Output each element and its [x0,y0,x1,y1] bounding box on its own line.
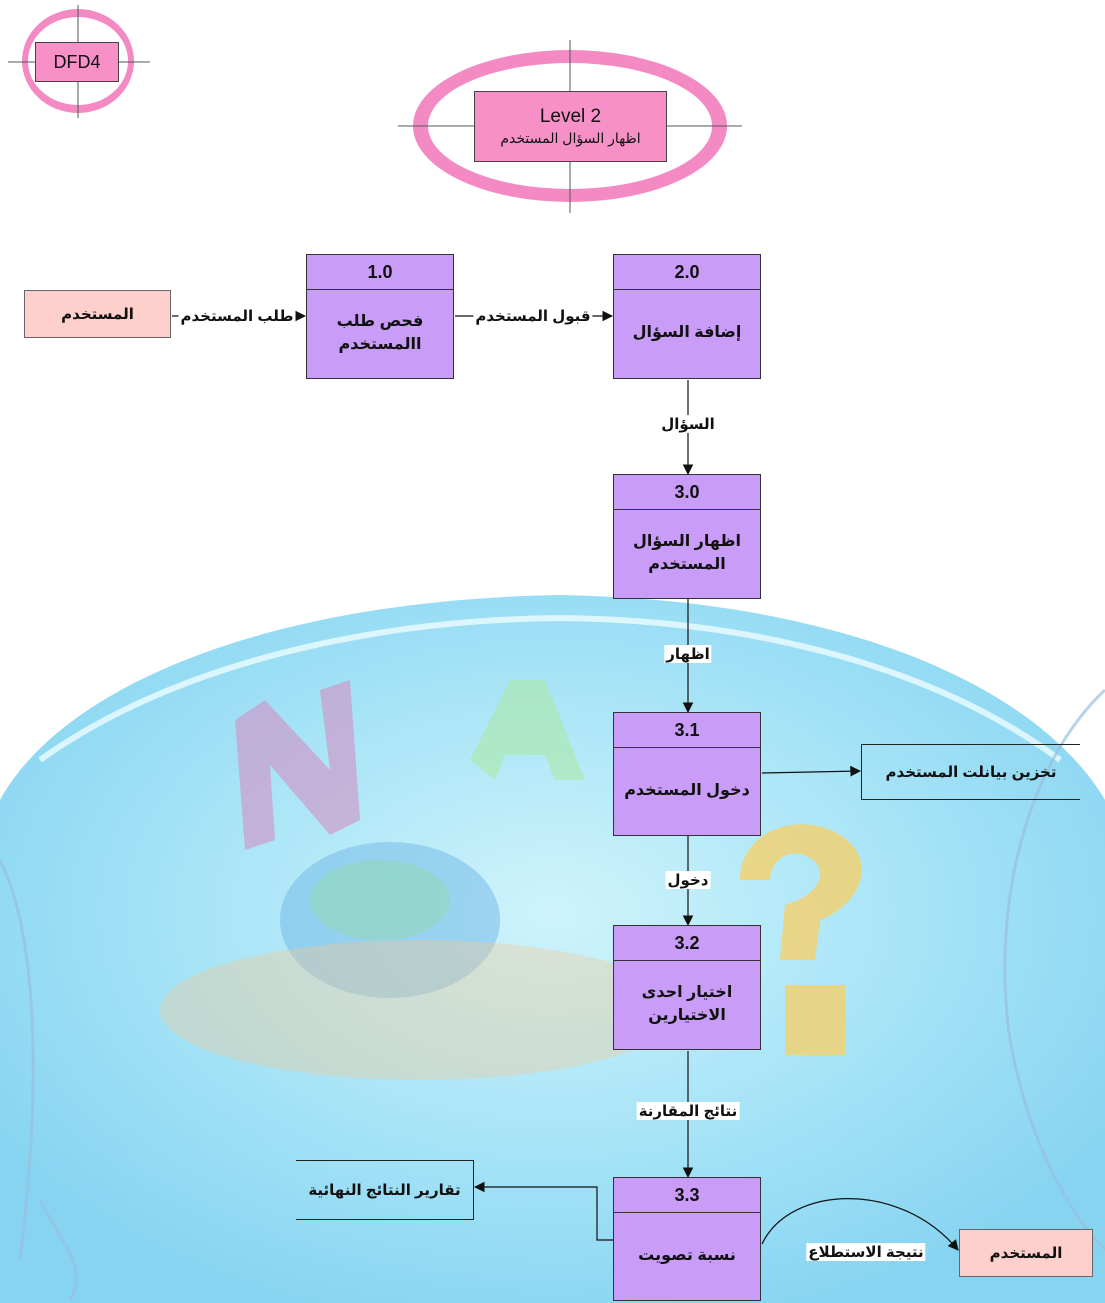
datastore-label: تقارير النتائج النهائية [308,1182,461,1199]
flow-label-question: السؤال [659,415,717,433]
flow-line-final-reports [473,1181,613,1241]
level-subtitle: اظهار السؤال المستخدم [500,130,641,146]
process-name: فحص طلب االمستخدم [336,313,424,353]
flow-label-user-request: طلب المستخدم [178,307,296,325]
level-title: Level 2 [539,106,602,127]
process-number: 3.1 [614,713,760,748]
entity-user-source[interactable]: المستخدم [24,290,171,338]
datastore-label: تخزين بيانلت المستخدم [885,764,1057,781]
background-watermark [0,595,1105,1303]
process-name: اظهار السؤال المستخدم [633,533,741,573]
question-mark-shape [740,824,862,960]
process-number: 3.3 [614,1178,760,1213]
flow-line-poll-result [761,1198,959,1251]
decor-swirl-right [1003,688,1105,1252]
process-name: إضافة السؤال [632,324,742,342]
diagram-id-label: DFD4 [53,51,101,72]
datastore-user-data[interactable]: تخزين بيانلت المستخدم [861,744,1080,800]
flow-label-show: اظهار [664,645,712,663]
process-name: نسبة تصويت [638,1246,736,1264]
title-box: Level 2 اظهار السؤال المستخدم [474,91,667,162]
process-name: دخول المستخدم [624,781,750,799]
entity-label: المستخدم [989,1245,1063,1262]
flow-label-user-accept: قبول المستخدم [473,307,593,325]
diagram-id-badge: DFD4 [35,42,119,82]
process-3-1[interactable]: 3.1 دخول المستخدم [613,712,761,836]
globe-shape [280,842,500,998]
process-3-0[interactable]: 3.0 اظهار السؤال المستخدم [613,474,761,599]
process-3-2[interactable]: 3.2 اختيار احدى الاختيارين [613,925,761,1050]
flow-line-store-user-data [761,765,862,777]
decor-swirl-left [0,859,35,1261]
process-3-3[interactable]: 3.3 نسبة تصويت [613,1177,761,1301]
entity-user-sink[interactable]: المستخدم [959,1229,1093,1277]
flow-label-poll-result: نتيجة الاستطلاع [806,1243,926,1261]
flow-label-enter: دخول [665,871,711,889]
datastore-final-reports[interactable]: تقارير النتائج النهائية [296,1160,474,1220]
process-2-0[interactable]: 2.0 إضافة السؤال [613,254,761,379]
process-number: 3.2 [614,926,760,961]
process-number: 3.0 [614,475,760,510]
entity-label: المستخدم [61,306,134,323]
process-name: اختيار احدى الاختيارين [641,984,733,1024]
watermark-letter-a [470,680,585,780]
process-number: 2.0 [614,255,760,290]
watermark-letter-n [235,680,360,850]
process-1-0[interactable]: 1.0 فحص طلب االمستخدم [306,254,454,379]
process-number: 1.0 [307,255,453,290]
flow-label-comparison-results: نتائج المقارنة [636,1102,740,1120]
